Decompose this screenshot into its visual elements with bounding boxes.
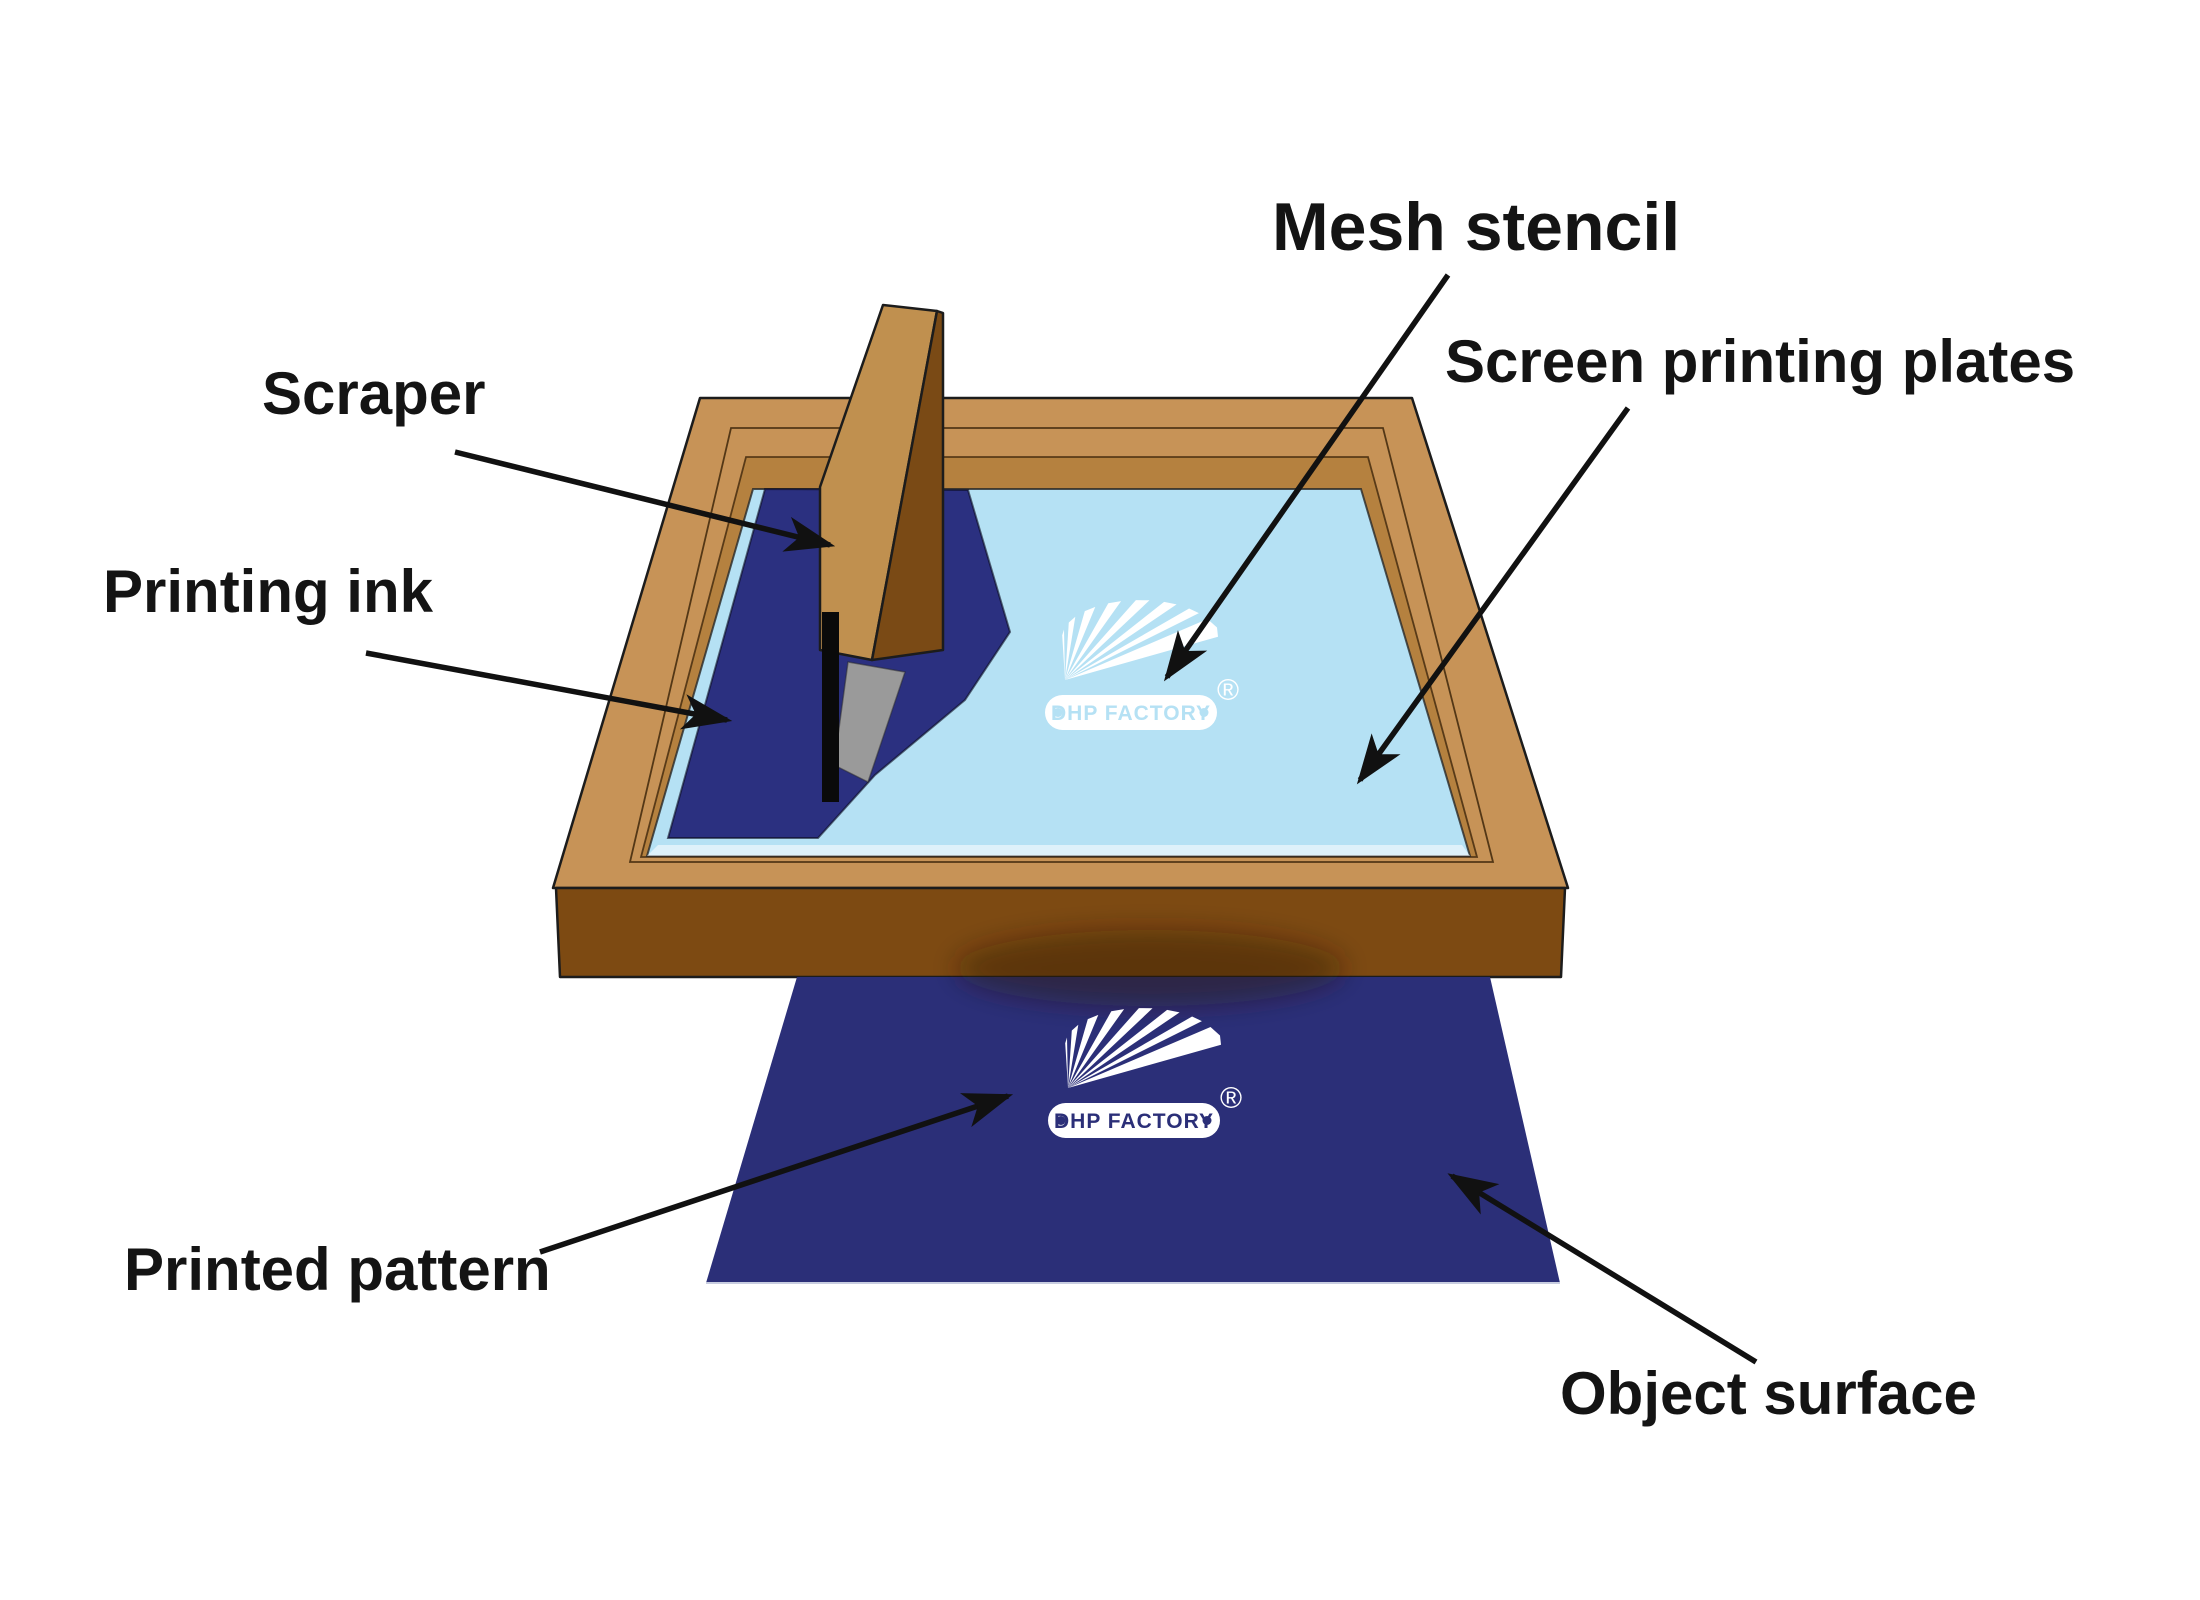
mesh-stencil-arrow xyxy=(1163,273,1451,682)
screen-printing-plates-label: Screen printing plates xyxy=(1445,328,2076,395)
registered-mark: ® xyxy=(1220,1082,1242,1115)
leader-arrows xyxy=(365,273,1758,1365)
scraper-label: Scraper xyxy=(262,360,486,427)
printing-ink-label: Printing ink xyxy=(103,558,433,625)
mesh-glare xyxy=(647,845,1470,856)
scraper-front-face xyxy=(818,303,939,662)
scraper-handle-bar xyxy=(822,612,839,802)
mesh-logo: DHP FACTORY ® xyxy=(1045,600,1239,730)
frame-shadow xyxy=(955,930,1345,1006)
scraper-side-face xyxy=(870,309,945,662)
mesh-stencil-label: Mesh stencil xyxy=(1272,189,1681,265)
object-surface-arrow xyxy=(1447,1173,1758,1365)
logo-text: DHP FACTORY xyxy=(1054,1110,1214,1133)
logo-pill xyxy=(1045,695,1217,730)
printed-pattern-label: Printed pattern xyxy=(124,1236,551,1303)
printed-pattern-logo: DHP FACTORY ® xyxy=(1048,1008,1242,1138)
scraper-arrow xyxy=(454,449,836,552)
frame-step-line xyxy=(628,427,1495,863)
registered-mark: ® xyxy=(1217,674,1239,707)
printing-ink-arrow xyxy=(365,650,733,730)
pill-dot-right xyxy=(1202,1116,1212,1125)
pill-dot-left xyxy=(1056,1116,1066,1125)
scraper-tool xyxy=(818,303,945,802)
fan-icon xyxy=(1065,1008,1221,1088)
logo-pill xyxy=(1048,1103,1220,1138)
screen-plates-arrow xyxy=(1356,406,1631,785)
pill-dot-right xyxy=(1199,708,1209,717)
object-surface-label: Object surface xyxy=(1560,1360,1977,1427)
pill-dot-left xyxy=(1053,708,1063,717)
printed-pattern-arrow xyxy=(539,1093,1014,1255)
logo-text: DHP FACTORY xyxy=(1051,702,1211,725)
